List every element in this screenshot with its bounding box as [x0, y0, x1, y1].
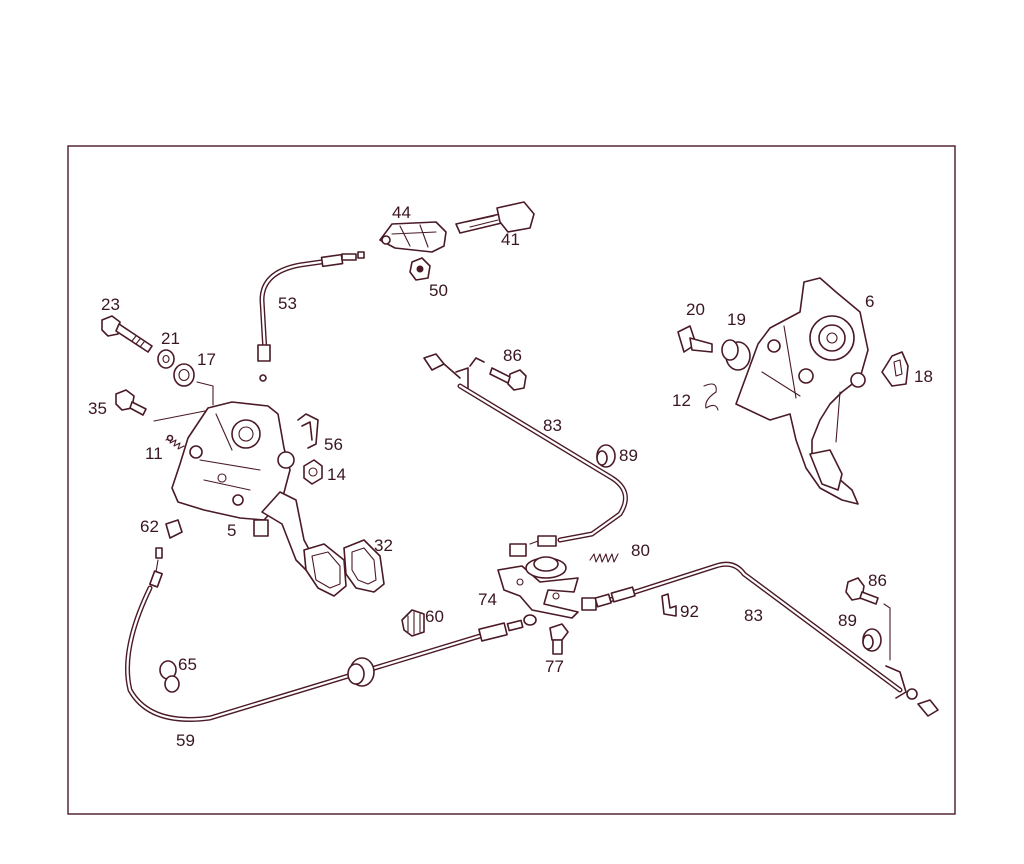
label-65: 65	[178, 655, 197, 674]
part-83-upper-cable	[423, 353, 628, 557]
part-59-cable	[125, 547, 537, 722]
label-14: 14	[327, 465, 346, 484]
part-12-spring	[703, 383, 719, 411]
part-14-nut	[303, 459, 323, 485]
label-83-upper: 83	[543, 416, 562, 435]
label-17: 17	[197, 350, 216, 369]
part-89-bushing-lower	[862, 628, 882, 652]
part-86-bolt-lower	[845, 577, 879, 605]
label-89-upper: 89	[619, 446, 638, 465]
part-50-nut	[409, 257, 431, 281]
part-23-bolt	[101, 315, 153, 353]
part-80-spring	[589, 553, 619, 563]
label-92: 92	[680, 602, 699, 621]
label-74: 74	[478, 590, 497, 609]
part-5-pedal-assembly	[171, 401, 347, 597]
part-35-bolt	[115, 389, 211, 422]
label-83-lower: 83	[744, 606, 763, 625]
label-86-upper: 86	[503, 346, 522, 365]
leader-17	[196, 381, 214, 406]
part-32-pad	[343, 539, 385, 593]
part-53-cable	[257, 251, 365, 382]
label-32: 32	[374, 536, 393, 555]
part-62-cap	[165, 519, 183, 539]
label-62: 62	[140, 517, 159, 536]
part-44-bracket	[379, 221, 447, 253]
part-92-clip	[661, 593, 677, 617]
label-23: 23	[101, 295, 120, 314]
diagram-frame	[67, 145, 956, 815]
label-77: 77	[545, 657, 564, 676]
label-6: 6	[865, 292, 874, 311]
part-60-grommet	[401, 609, 425, 637]
label-60: 60	[425, 607, 444, 626]
label-19: 19	[727, 310, 746, 329]
part-18-stop	[881, 351, 909, 387]
label-89-lower: 89	[838, 611, 857, 630]
label-80: 80	[631, 541, 650, 560]
part-19-bushing	[721, 339, 751, 371]
part-56-clip	[297, 413, 319, 449]
label-11: 11	[145, 444, 163, 463]
label-44: 44	[392, 203, 411, 222]
part-41-pad	[455, 201, 535, 234]
part-86-bolt-upper	[489, 367, 527, 391]
label-12: 12	[672, 391, 691, 410]
label-86-lower: 86	[868, 571, 887, 590]
label-35: 35	[88, 399, 107, 418]
part-77-bolt	[549, 623, 569, 655]
part-83-lower-cable	[581, 561, 939, 717]
label-20: 20	[686, 300, 705, 319]
label-5: 5	[227, 521, 236, 540]
label-53: 53	[278, 294, 297, 313]
part-17-bushing	[173, 363, 195, 387]
label-59: 59	[176, 731, 195, 750]
part-74-equalizer	[497, 556, 579, 619]
label-50: 50	[429, 281, 448, 300]
part-89-bushing-upper	[596, 444, 616, 468]
part-11-spring	[165, 434, 185, 450]
part-65-bushing	[159, 660, 180, 693]
label-41: 41	[501, 230, 520, 249]
label-21: 21	[161, 329, 180, 348]
part-21-washer	[157, 349, 175, 369]
label-18: 18	[914, 367, 933, 386]
part-20-plug	[677, 325, 713, 353]
part-6-pedal-assembly	[735, 277, 869, 505]
label-56: 56	[324, 435, 343, 454]
